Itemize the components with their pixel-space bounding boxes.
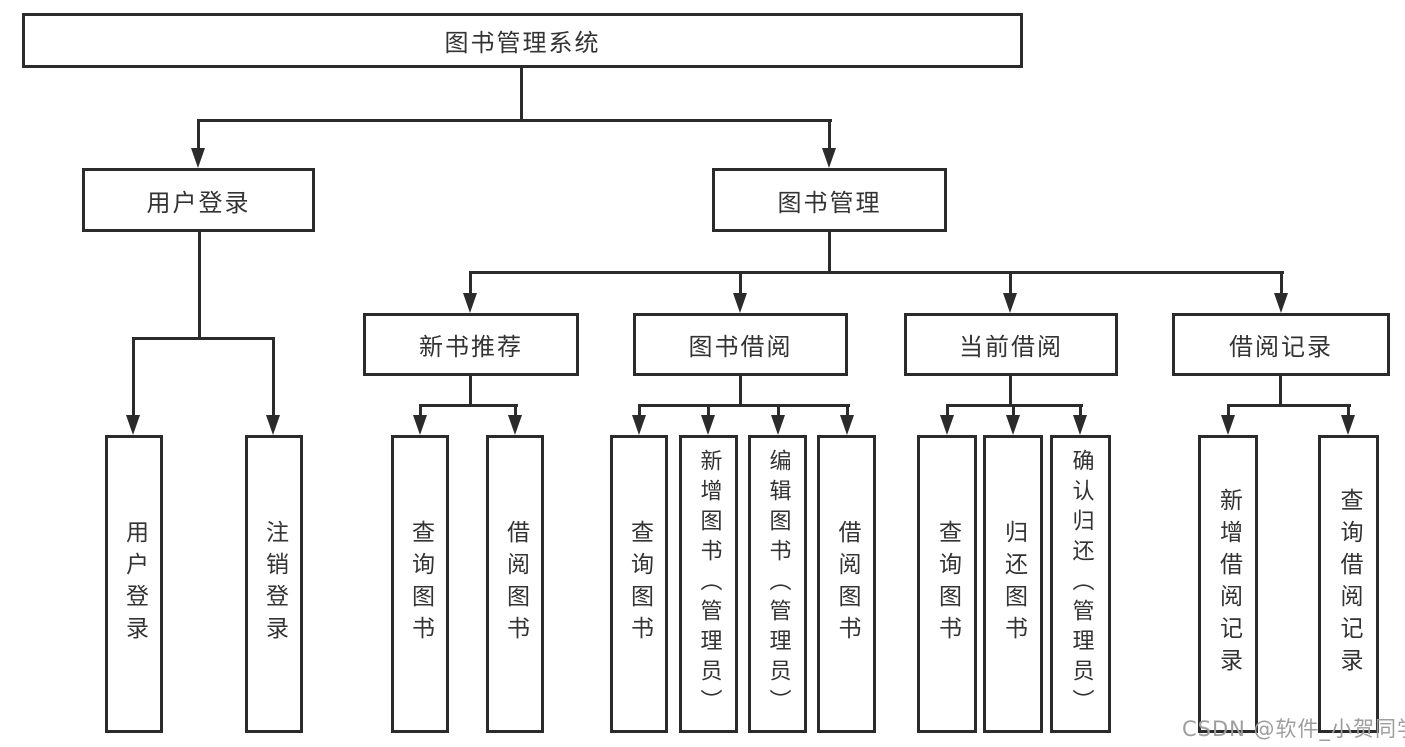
node-library-system: 图书管理系统 [22,13,1023,68]
connector-line [132,337,275,340]
connector-line [419,404,422,418]
connector-line [828,232,831,274]
leaf-borrow-books-borrowing: 借阅图书 [817,435,876,733]
connector-line [1009,376,1012,407]
leaf-user-login: 用户登录 [105,435,163,733]
leaf-edit-book-admin-label: 编辑图书（管理员） [765,449,791,719]
connector-line [1227,404,1230,418]
node-new-book-recommend: 新书推荐 [363,313,579,376]
leaf-confirm-return-admin-label: 确认归还（管理员） [1068,449,1094,719]
connector-line [946,404,949,418]
arrow-down [701,415,715,435]
connector-line [132,337,135,417]
leaf-query-books-borrowing-label: 查询图书 [626,520,653,648]
leaf-query-books-current: 查询图书 [917,435,977,733]
connector-line [514,404,517,418]
connector-line [198,232,201,340]
node-library-system-label: 图书管理系统 [444,29,601,57]
arrow-down [1003,293,1017,313]
node-user-login: 用户登录 [82,168,315,232]
connector-line [1227,404,1351,407]
leaf-user-login-label: 用户登录 [121,520,148,648]
arrow-down [1073,415,1087,435]
connector-line [197,119,832,122]
node-new-book-recommend-label: 新书推荐 [419,333,523,361]
leaf-borrow-books-recommend-label: 借阅图书 [502,520,529,648]
leaf-query-borrow-record: 查询借阅记录 [1318,435,1379,733]
arrow-down [940,415,954,435]
leaf-query-books-recommend: 查询图书 [391,435,449,733]
connector-line [1280,271,1283,297]
node-borrowing-records-label: 借阅记录 [1229,333,1333,361]
leaf-borrow-books-recommend: 借阅图书 [486,435,544,733]
arrow-down [733,293,747,313]
connector-line [1012,404,1015,418]
connector-line [638,404,850,407]
arrow-down [508,415,522,435]
connector-line [739,376,742,407]
arrow-down [266,415,280,435]
connector-line [469,271,472,297]
connector-line [828,119,831,151]
leaf-add-borrow-record-label: 新增借阅记录 [1215,488,1242,680]
node-current-borrowing: 当前借阅 [904,313,1118,376]
arrow-down [1006,415,1020,435]
arrow-down [771,415,785,435]
leaf-return-books: 归还图书 [983,435,1043,733]
connector-line [777,404,780,418]
leaf-logout: 注销登录 [245,435,303,733]
arrow-down [413,415,427,435]
leaf-query-borrow-record-label: 查询借阅记录 [1336,488,1362,680]
node-user-login-label: 用户登录 [146,188,251,217]
node-current-borrowing-label: 当前借阅 [959,333,1063,361]
connector-line [469,376,472,407]
leaf-query-books-current-label: 查询图书 [934,520,961,648]
leaf-logout-label: 注销登录 [261,520,288,648]
leaf-add-book-admin: 新增图书（管理员） [679,435,738,733]
leaf-query-books-borrowing: 查询图书 [610,435,668,733]
arrow-down [463,293,477,313]
leaf-edit-book-admin: 编辑图书（管理员） [748,435,807,733]
node-book-borrowing-label: 图书借阅 [688,333,793,361]
leaf-add-book-admin-label: 新增图书（管理员） [696,449,722,719]
connector-line [469,271,1284,274]
arrow-down [1221,415,1235,435]
node-borrowing-records: 借阅记录 [1172,313,1390,376]
leaf-confirm-return-admin: 确认归还（管理员） [1050,435,1111,733]
node-book-management: 图书管理 [712,168,947,232]
connector-line [419,404,518,407]
connector-line [739,271,742,297]
connector-line [846,404,849,418]
connector-line [197,119,200,151]
connector-line [1079,404,1082,418]
connector-line [638,404,641,418]
leaf-query-books-recommend-label: 查询图书 [407,520,434,648]
arrow-down [1341,415,1355,435]
connector-line [272,337,275,417]
connector-line [520,68,523,122]
connector-line [1009,271,1012,297]
leaf-borrow-books-borrowing-label: 借阅图书 [834,520,860,648]
leaf-add-borrow-record: 新增借阅记录 [1198,435,1258,733]
arrow-down [1274,293,1288,313]
csdn-watermark: CSDN @软件_小贺同学 [1182,717,1405,741]
arrow-down [840,415,854,435]
node-book-management-label: 图书管理 [777,188,882,217]
node-book-borrowing: 图书借阅 [633,313,848,376]
leaf-return-books-label: 归还图书 [1000,520,1027,648]
arrow-down [822,148,836,168]
arrow-down [191,148,205,168]
connector-line [1347,404,1350,418]
arrow-down [126,415,140,435]
arrow-down [632,415,646,435]
connector-line [707,404,710,418]
connector-line [1279,376,1282,407]
